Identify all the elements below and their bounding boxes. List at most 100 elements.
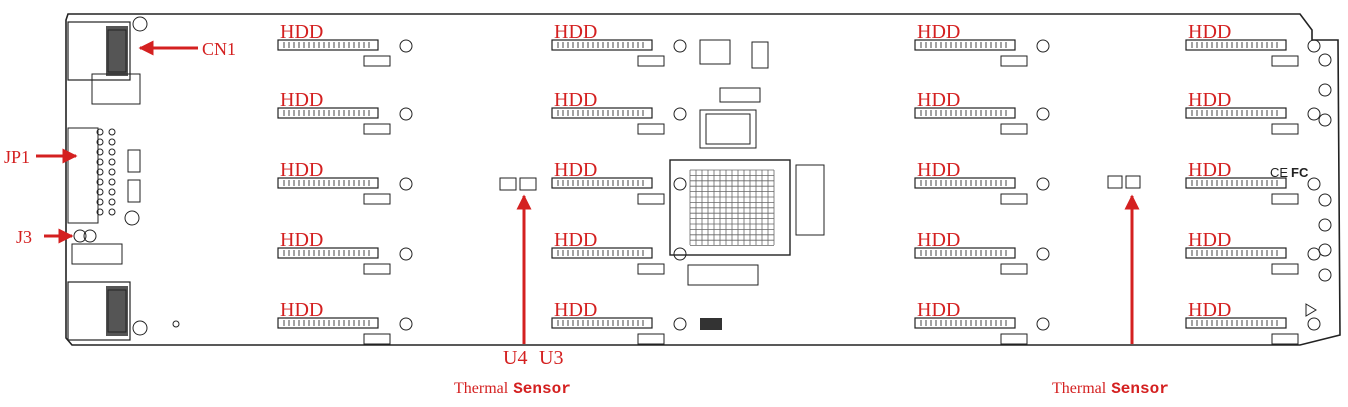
hdd-slot: HDD: [914, 229, 1050, 275]
hdd-connector: [551, 177, 653, 189]
hdd-slot: HDD: [551, 159, 687, 205]
hdd-label: HDD: [554, 299, 597, 321]
mounting-hole-icon: [1307, 317, 1321, 331]
hdd-connector: [551, 317, 653, 329]
hdd-label: HDD: [554, 89, 597, 111]
mounting-hole-icon: [673, 317, 687, 331]
hdd-connector: [914, 317, 1016, 329]
ce-mark-icon: CE: [1270, 165, 1288, 180]
hdd-slot: HDD: [1185, 89, 1321, 135]
mounting-hole-icon: [1036, 247, 1050, 261]
hdd-label: HDD: [280, 159, 323, 181]
regulatory-marks: CE FC: [1270, 165, 1309, 180]
hdd-slot: HDD: [277, 21, 413, 67]
hdd-label: HDD: [554, 159, 597, 181]
mounting-hole-icon: [673, 107, 687, 121]
hdd-slot: HDD: [914, 89, 1050, 135]
hdd-connector: [277, 39, 379, 51]
mounting-hole-icon: [673, 39, 687, 53]
hdd-label: HDD: [554, 229, 597, 251]
hdd-slot: HDD: [1185, 229, 1321, 275]
j3-label: J3: [16, 227, 32, 247]
hdd-connector: [277, 317, 379, 329]
hdd-label: HDD: [917, 229, 960, 251]
sensor-word: Sensor: [1111, 380, 1169, 398]
mounting-hole-icon: [1036, 107, 1050, 121]
hdd-label: HDD: [280, 21, 323, 43]
hdd-connector: [551, 39, 653, 51]
hdd-label: HDD: [280, 89, 323, 111]
hdd-slot: HDD: [551, 229, 687, 275]
hdd-label: HDD: [554, 21, 597, 43]
u3-label: U3: [539, 347, 563, 369]
mounting-hole-icon: [1036, 177, 1050, 191]
hdd-slot: HDD: [277, 299, 413, 345]
hdd-slot: HDD: [277, 229, 413, 275]
mounting-hole-icon: [1307, 177, 1321, 191]
hdd-connector: [914, 247, 1016, 259]
hdd-connector: [1185, 247, 1287, 259]
hdd-label: HDD: [280, 229, 323, 251]
hdd-connector: [1185, 317, 1287, 329]
hdd-connector: [277, 247, 379, 259]
hdd-label: HDD: [1188, 159, 1231, 181]
hdd-connector: [277, 177, 379, 189]
mounting-hole-icon: [399, 39, 413, 53]
hdd-connector: [1185, 177, 1287, 189]
hdd-slot: HDD: [551, 299, 687, 345]
hdd-label: HDD: [917, 89, 960, 111]
mounting-hole-icon: [673, 247, 687, 261]
hdd-connector: [914, 39, 1016, 51]
hdd-label: HDD: [917, 159, 960, 181]
thermal-word: Thermal: [1052, 380, 1107, 397]
hdd-slot: HDD: [277, 159, 413, 205]
hdd-connector: [1185, 107, 1287, 119]
hdd-slot-grid: HDD HDD HDD HDD HDD HDD HDD HDD HDD HDD HDD HDD HDD H…: [277, 21, 1321, 345]
right-edge-connectors: [1305, 53, 1332, 317]
thermal-sensor-chip-1: [499, 177, 537, 191]
fcc-mark-icon: FC: [1291, 165, 1309, 180]
mounting-hole-icon: [1307, 39, 1321, 53]
hdd-slot: HDD: [551, 89, 687, 135]
hdd-slot: HDD: [551, 21, 687, 67]
hdd-label: HDD: [1188, 89, 1231, 111]
hdd-slot: HDD: [1185, 21, 1321, 67]
hdd-slot: HDD: [1185, 159, 1321, 205]
jp1-pin-header: [96, 128, 116, 216]
cn1-label: CN1: [202, 39, 236, 59]
hdd-slot: HDD: [1185, 299, 1321, 345]
hdd-label: HDD: [917, 299, 960, 321]
u4-label: U4: [503, 347, 527, 369]
mounting-hole-icon: [1036, 39, 1050, 53]
hdd-label: HDD: [1188, 21, 1231, 43]
hdd-slot: HDD: [914, 299, 1050, 345]
hdd-connector: [551, 247, 653, 259]
left-connector-area: [67, 16, 180, 341]
sensor-word: Sensor: [513, 380, 571, 398]
hdd-label: HDD: [280, 299, 323, 321]
mounting-hole-icon: [399, 247, 413, 261]
hdd-label: HDD: [1188, 299, 1231, 321]
mounting-hole-icon: [1307, 247, 1321, 261]
hdd-slot: HDD: [277, 89, 413, 135]
mounting-hole-icon: [399, 177, 413, 191]
hdd-slot: HDD: [914, 159, 1050, 205]
hdd-label: HDD: [917, 21, 960, 43]
hdd-slot: HDD: [914, 21, 1050, 67]
hdd-connector: [277, 107, 379, 119]
hdd-connector: [914, 107, 1016, 119]
mounting-hole-icon: [399, 317, 413, 331]
thermal-word: Thermal: [454, 380, 509, 397]
mounting-hole-icon: [1036, 317, 1050, 331]
hdd-connector: [551, 107, 653, 119]
controller-chip: [669, 39, 825, 330]
mounting-hole-icon: [399, 107, 413, 121]
hdd-label: HDD: [1188, 229, 1231, 251]
jp1-label: JP1: [4, 147, 30, 167]
mounting-hole-icon: [673, 177, 687, 191]
hdd-connector: [1185, 39, 1287, 51]
mounting-hole-icon: [1307, 107, 1321, 121]
